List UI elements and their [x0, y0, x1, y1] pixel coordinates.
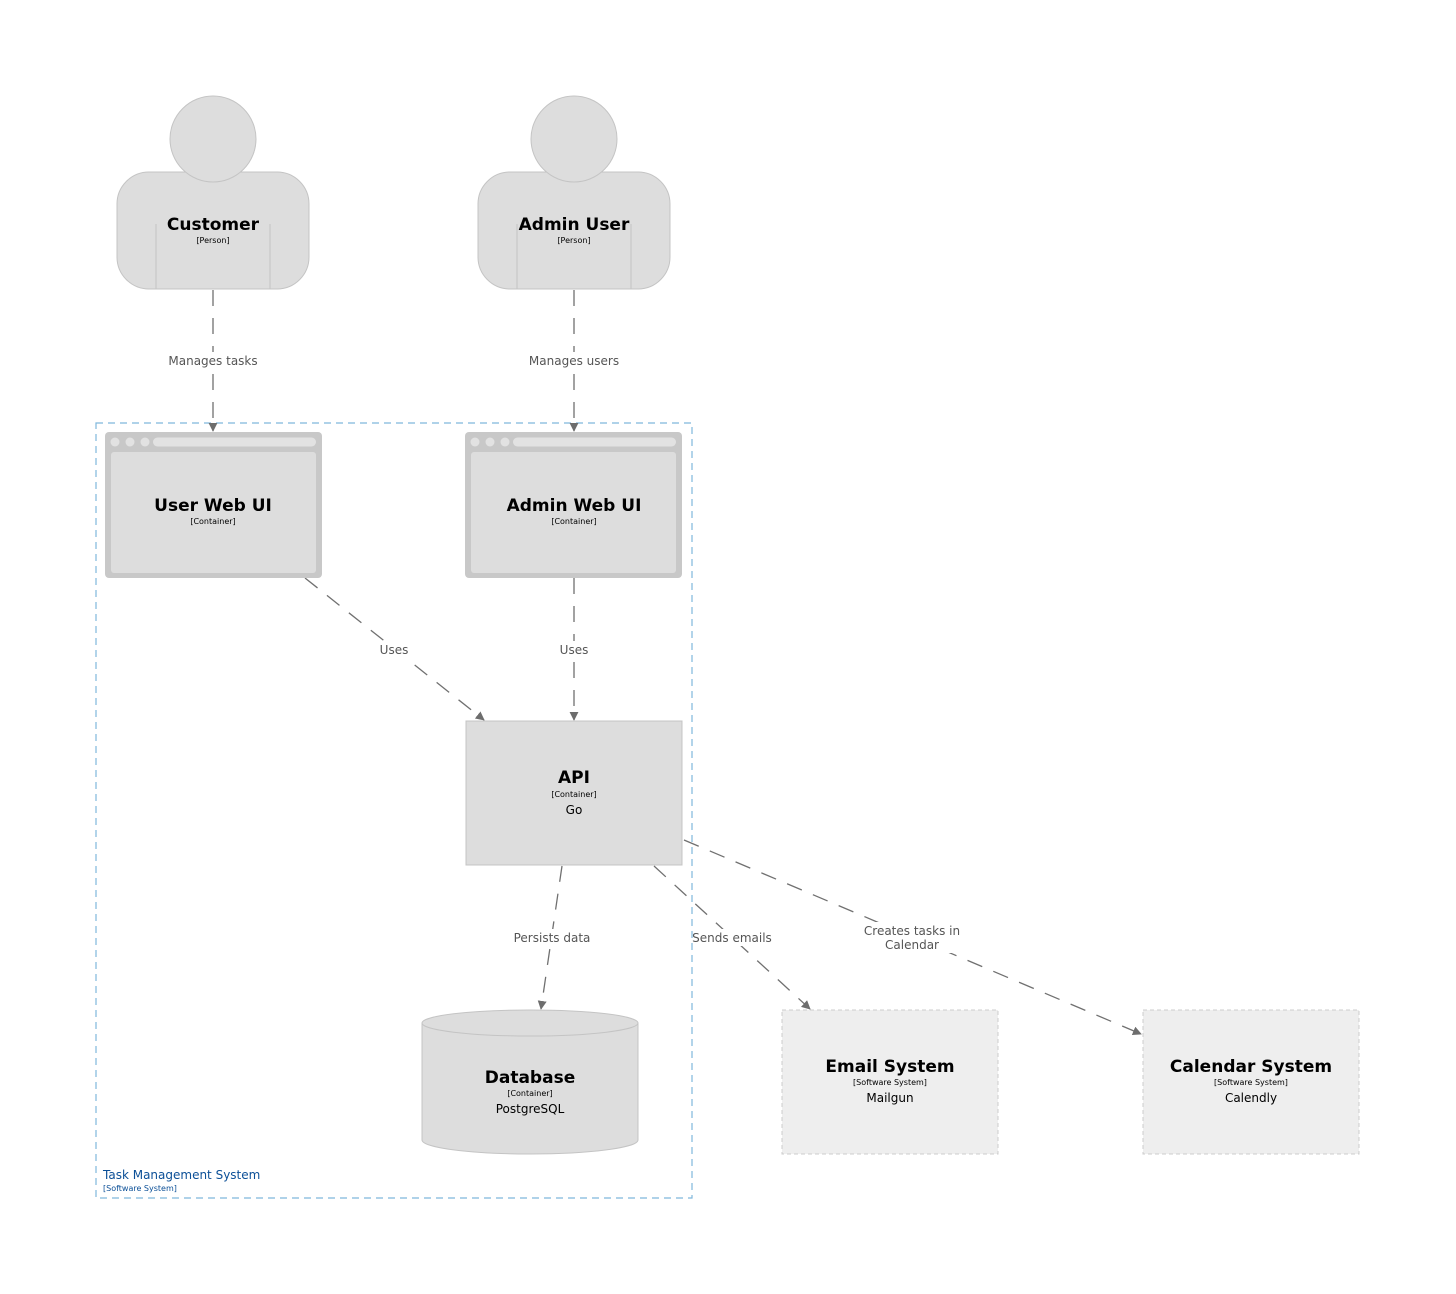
edge-api-to-email[interactable] [653, 865, 811, 1010]
edge-label-manages-tasks: Manages tasks [168, 354, 257, 368]
browser-address-bar [513, 437, 676, 447]
browser-dot-icon [125, 437, 135, 447]
email-system-type: [Software System] [853, 1078, 927, 1087]
edge-labels: Manages tasks Manages users Uses Uses Pe… [168, 352, 960, 953]
container-admin-web-ui-title: Admin Web UI [507, 496, 642, 516]
container-user-web-ui[interactable]: User Web UI [Container] [105, 432, 322, 578]
external-calendar-system[interactable]: Calendar System [Software System] Calend… [1142, 1009, 1360, 1155]
container-database-type: [Container] [507, 1089, 552, 1098]
container-api[interactable]: API [Container] Go [465, 720, 683, 866]
edge-label-manages-users: Manages users [529, 354, 619, 368]
browser-dot-icon [485, 437, 495, 447]
email-system-tech: Mailgun [866, 1091, 913, 1105]
person-admin-user[interactable]: Admin User [Person] [477, 95, 671, 290]
browser-address-bar [153, 437, 316, 447]
edge-label-uses-admin: Uses [560, 643, 589, 657]
container-user-web-ui-title: User Web UI [154, 496, 272, 516]
edge-label-uses-user: Uses [380, 643, 409, 657]
system-boundary[interactable]: Task Management System [Software System] [95, 422, 693, 1199]
calendar-system-type: [Software System] [1214, 1078, 1288, 1087]
person-customer-type: [Person] [196, 236, 229, 245]
edge-label-creates-tasks-line2: Calendar [885, 938, 939, 952]
browser-dot-icon [470, 437, 480, 447]
person-admin-type: [Person] [557, 236, 590, 245]
container-api-title: API [558, 768, 590, 788]
container-admin-web-ui[interactable]: Admin Web UI [Container] [465, 432, 682, 578]
boundary-type: [Software System] [103, 1184, 177, 1193]
email-system-title: Email System [825, 1057, 954, 1077]
container-api-type: [Container] [551, 790, 596, 799]
person-admin-title: Admin User [519, 215, 630, 235]
person-customer-title: Customer [167, 215, 260, 235]
edge-label-persists-data: Persists data [514, 931, 591, 945]
browser-dot-icon [500, 437, 510, 447]
edge-api-to-db[interactable] [537, 865, 563, 1010]
container-user-web-ui-type: [Container] [190, 517, 235, 526]
edge-label-creates-tasks-line1: Creates tasks in [864, 924, 960, 938]
external-email-system[interactable]: Email System [Software System] Mailgun [781, 1009, 999, 1155]
container-database-title: Database [485, 1068, 575, 1088]
relationships [208, 290, 1142, 1035]
boundary-title: Task Management System [102, 1168, 260, 1182]
container-admin-web-ui-type: [Container] [551, 517, 596, 526]
person-customer[interactable]: Customer [Person] [116, 95, 310, 290]
calendar-system-tech: Calendly [1225, 1091, 1277, 1105]
container-api-tech: Go [566, 803, 583, 817]
calendar-system-title: Calendar System [1170, 1057, 1332, 1077]
browser-dot-icon [110, 437, 120, 447]
edge-label-sends-emails: Sends emails [692, 931, 772, 945]
container-database-tech: PostgreSQL [496, 1102, 565, 1116]
browser-dot-icon [140, 437, 150, 447]
container-database[interactable]: Database [Container] PostgreSQL [421, 1009, 639, 1155]
